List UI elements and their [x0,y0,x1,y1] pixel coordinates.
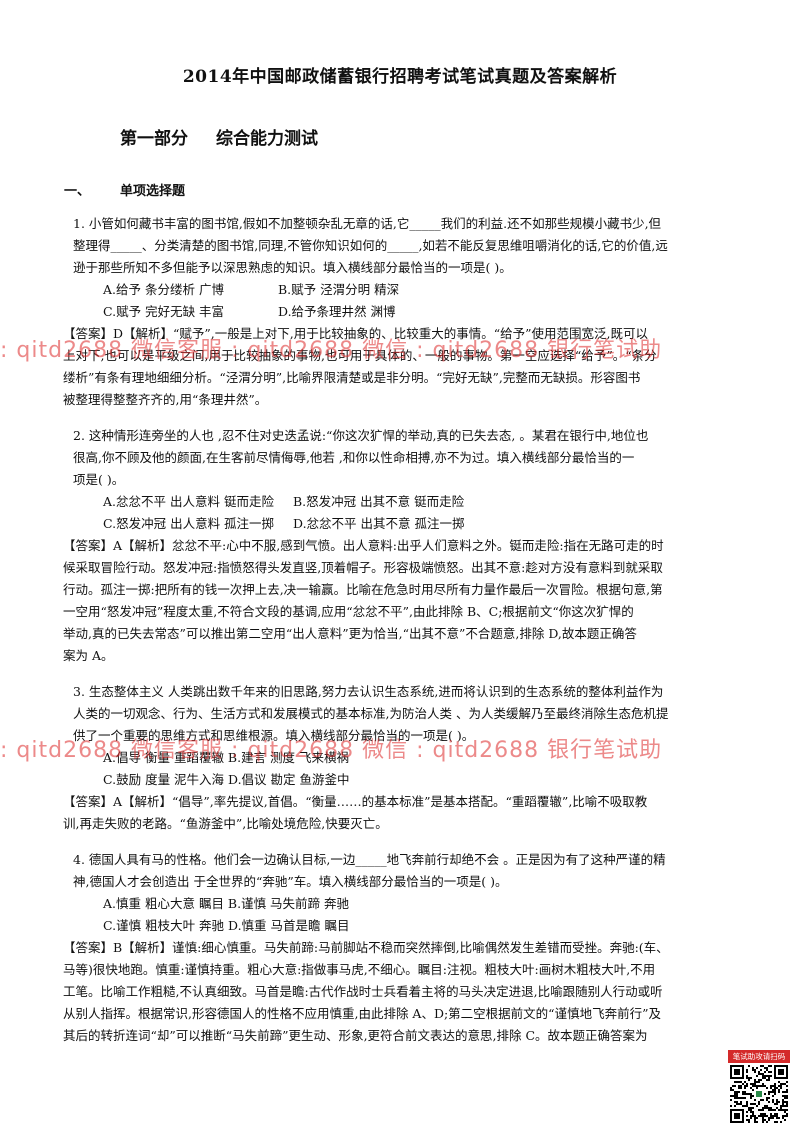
option-item: D.给予条理井然 渊博 [278,304,396,319]
option-row: A.慎重 粗心大意 瞩目 B.谨慎 马失前蹄 奔驰 [103,893,761,915]
answer-line: 行动。孤注一掷:把所有的钱一次押上去,决一输赢。比喻在危急时用尽所有力量作最后一… [63,582,663,597]
question-block: 1. 小管如何藏书丰富的图书馆,假如不加整顿杂乱无章的话,它_____我们的利益… [63,213,761,411]
question-list: 1. 小管如何藏书丰富的图书馆,假如不加整顿杂乱无章的话,它_____我们的利益… [63,213,761,1061]
question-stem-line: 1. 小管如何藏书丰富的图书馆,假如不加整顿杂乱无章的话,它_____我们的利益… [73,216,662,231]
answer-line: 被整理得整整齐齐的,用“条理井然”。 [63,392,268,407]
option-item: C.怒发冲冠 出人意料 孤注一掷 [103,516,275,531]
option-item: A.慎重 粗心大意 瞩目 B.谨慎 马失前蹄 奔驰 [103,896,350,911]
options: A.忿忿不平 出人意料 铤而走险 B.怒发冲冠 出其不意 铤而走险 C.怒发冲冠 出… [73,491,761,535]
answer-line: 候采取冒险行动。怒发冲冠:指愤怒得头发直竖,顶着帽子。形容极端愤怒。出其不意:趁… [63,560,663,575]
answer-line: 【答案】A【解析】“倡导”,率先提议,首倡。“衡量……的基本标准”是基本搭配。“… [63,794,648,809]
option-row: C.赋予 完好无缺 丰富 D.给予条理井然 渊博 [103,301,761,323]
part-name: 综合能力测试 [216,129,318,149]
option-item: A.给予 条分缕析 广博 [103,282,224,297]
options: A.给予 条分缕析 广博 B.赋予 泾渭分明 精深 C.赋予 完好无缺 丰富 D.给予… [73,279,761,323]
answer-line: 从别人指挥。根据常识,形容德国人的性格不应用慎重,由此排除 A、D;第二空根据前… [63,1006,661,1021]
part-heading: 第一部分 综合能力测试 [120,124,318,149]
option-item: C.赋予 完好无缺 丰富 [103,304,225,319]
answer-line: 举动,真的已失去常态”可以推出第二空用“出人意料”更为恰当,“出其不意”不合题意… [63,626,637,641]
option-row: A.倡导 衡量 重蹈覆辙 B.建言 测度 飞来横祸 [103,747,761,769]
options: A.倡导 衡量 重蹈覆辙 B.建言 测度 飞来横祸 C.鼓励 度量 泥牛入海 D.… [73,747,761,791]
question-stem-line: 项是( )。 [73,472,125,487]
option-row: A.忿忿不平 出人意料 铤而走险 B.怒发冲冠 出其不意 铤而走险 [103,491,761,513]
question-stem-line: 人类的一切观念、行为、生活方式和发展模式的基本标准,为防治人类 、为人类缓解乃至… [73,706,669,721]
part-label: 第一部分 [120,129,188,149]
answer-line: 【答案】D【解析】“赋予”,一般是上对下,用于比较抽象的、比较重大的事情。“给予… [63,326,649,341]
question-stem-line: 整理得_____、分类清楚的图书馆,同理,不管你知识如何的_____,如若不能反… [73,238,668,253]
option-row: C.怒发冲冠 出人意料 孤注一掷 D.忿忿不平 出其不意 孤注一掷 [103,513,761,535]
answer-line: 【答案】B【解析】谨慎:细心慎重。马失前蹄:马前脚站不稳而突然摔倒,比喻偶然发生… [63,940,669,955]
section-name: 单项选择题 [120,184,186,199]
option-item: A.倡导 衡量 重蹈覆辙 B.建言 测度 飞来横祸 [103,750,350,765]
answer-line: 马等)很快地跑。慎重:谨慎持重。粗心大意:指做事马虎,不细心。瞩目:注视。粗枝大… [63,962,656,977]
section-number: 一、 [64,184,91,199]
question-stem-line: 供了一个重要的思维方式和思维根源。填入横线部分最恰当的一项是( )。 [73,728,475,743]
answer-line: 工笔。比喻工作粗糙,不认真细致。马首是瞻:古代作战时士兵看着主将的马头决定进退,… [63,984,663,999]
watermark-line: : qitd2688 微信客服 : qitd2688 微信 : qitd2688… [0,738,663,763]
answer-line: 训,再走失败的老路。“鱼游釜中”,比喻处境危险,快要灭亡。 [63,816,388,831]
question-stem-line: 3. 生态整体主义 人类跳出数千年来的旧思路,努力去认识生态系统,进而将认识到的… [73,684,664,699]
qr-label: 笔试助攻请扫码 [728,1050,790,1063]
option-item: B.赋予 泾渭分明 精深 [278,282,400,297]
option-row: C.谨慎 粗枝大叶 奔驰 D.慎重 马首是瞻 瞩目 [103,915,761,937]
answer-line: 上对下,也可以是平级之间,用于比较抽象的事物,也可用于具体的、一般的事物。第一空… [63,348,657,363]
option-row: A.给予 条分缕析 广博 B.赋予 泾渭分明 精深 [103,279,761,301]
option-row: C.鼓励 度量 泥牛入海 D.倡议 勘定 鱼游釜中 [103,769,761,791]
option-item: C.谨慎 粗枝大叶 奔驰 D.慎重 马首是瞻 瞩目 [103,918,350,933]
option-item: D.忿忿不平 出其不意 孤注一掷 [293,516,465,531]
option-item: C.鼓励 度量 泥牛入海 D.倡议 勘定 鱼游釜中 [103,772,350,787]
question-stem-line: 4. 德国人具有马的性格。他们会一边确认目标,一边_____地飞奔前行却绝不会 … [73,852,666,867]
options: A.慎重 粗心大意 瞩目 B.谨慎 马失前蹄 奔驰 C.谨慎 粗枝大叶 奔驰 D.… [73,893,761,937]
answer-line: 案为 A。 [63,648,114,663]
document-title: 2014年中国邮政储蓄银行招聘考试笔试真题及答案解析 [182,67,618,87]
answer-line: 其后的转折连词“却”可以推断“马失前蹄”更生动、形象,更符合前文表达的意思,排除… [63,1028,648,1043]
answer-line: 【答案】A【解析】忿忿不平:心中不服,感到气愤。出人意料:出乎人们意料之外。铤而… [63,538,664,553]
answer-line: 一空用“怒发冲冠”程度太重,不符合文段的基调,应用“忿忿不平”,由此排除 B、C… [63,604,634,619]
option-item: A.忿忿不平 出人意料 铤而走险 [103,494,274,509]
qr-code-icon [730,1065,788,1123]
watermark-line: : qitd2688 微信客服 : qitd2688 微信 : qitd2688… [0,338,663,363]
question-stem-line: 逊于那些所知不多但能予以深思熟虑的知识。填入横线部分最恰当的一项是( )。 [73,260,512,275]
question-block: 3. 生态整体主义 人类跳出数千年来的旧思路,努力去认识生态系统,进而将认识到的… [63,681,761,835]
question-stem-line: 2. 这种情形连旁坐的人也 ,忍不住对史迭孟说:“你这次犷悍的举动,真的已失去态… [73,428,649,443]
section-heading: 一、 单项选择题 [64,180,185,199]
question-stem-line: 神,德国人才会创造出 于全世界的“奔驰”车。填入横线部分最恰当的一项是( )。 [73,874,508,889]
qr-code-block[interactable]: 笔试助攻请扫码 [728,1050,790,1128]
option-item: B.怒发冲冠 出其不意 铤而走险 [293,494,465,509]
question-stem-line: 很高,你不顾及他的颜面,在生客前尽情侮辱,他若 ,和你以性命相搏,亦不为过。填入… [73,450,635,465]
question-block: 2. 这种情形连旁坐的人也 ,忍不住对史迭孟说:“你这次犷悍的举动,真的已失去态… [63,425,761,667]
answer-line: 缕析”有条有理地细细分析。“泾渭分明”,比喻界限清楚或是非分明。“完好无缺”,完… [63,370,641,385]
question-block: 4. 德国人具有马的性格。他们会一边确认目标,一边_____地飞奔前行却绝不会 … [63,849,761,1047]
